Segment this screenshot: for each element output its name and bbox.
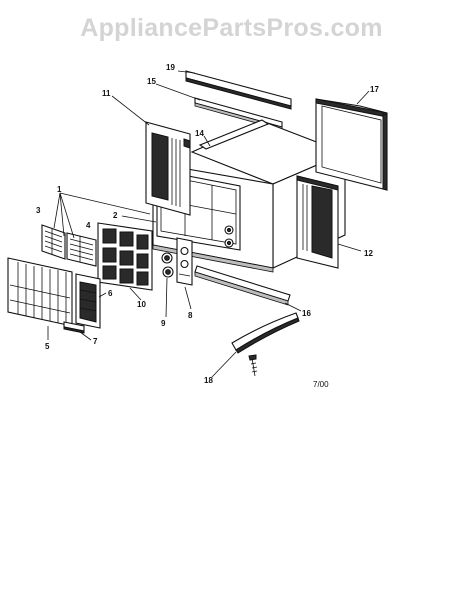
diagram-date: 7/00 — [313, 380, 329, 389]
part-9-knobs — [161, 252, 174, 278]
callout-6: 6 — [108, 289, 113, 298]
callout-12: 12 — [364, 249, 373, 258]
part-8-control-plate — [176, 237, 193, 286]
leader-lines — [47, 70, 370, 378]
part-12-right-side-panel — [296, 175, 339, 269]
callout-3: 3 — [36, 206, 41, 215]
part-16-bottom-rail — [194, 265, 291, 306]
callout-19: 19 — [166, 63, 175, 72]
part-14-cover — [198, 119, 270, 150]
callout-11: 11 — [102, 89, 111, 98]
callout-9: 9 — [161, 319, 166, 328]
callout-18: 18 — [204, 376, 213, 385]
watermark-logo: AppliancePartsPros.com — [80, 14, 383, 42]
part-7-clip — [63, 321, 85, 334]
part-10-filter — [97, 222, 153, 291]
part-17-rear-frame — [315, 98, 388, 191]
part-6-grille-insert — [75, 273, 101, 329]
callout-10: 10 — [137, 300, 146, 309]
part-18-trim — [231, 312, 300, 354]
callouts: 19 15 11 17 14 1 2 3 4 12 6 10 16 8 9 7 … — [36, 63, 379, 389]
callout-5: 5 — [45, 342, 50, 351]
part-3-left-louver — [41, 224, 66, 260]
part-5-front-grille — [7, 257, 73, 327]
part-4-right-louver — [66, 232, 97, 267]
callout-1: 1 — [57, 185, 62, 194]
part-11-left-side-panel — [145, 121, 191, 216]
callout-2: 2 — [113, 211, 118, 220]
callout-15: 15 — [147, 77, 156, 86]
callout-14: 14 — [195, 129, 204, 138]
part-19-top-rail — [185, 70, 292, 110]
callout-8: 8 — [188, 311, 193, 320]
callout-7: 7 — [93, 337, 98, 346]
screw — [248, 354, 258, 377]
callout-17: 17 — [370, 85, 379, 94]
callout-16: 16 — [302, 309, 311, 318]
callout-4: 4 — [86, 221, 91, 230]
